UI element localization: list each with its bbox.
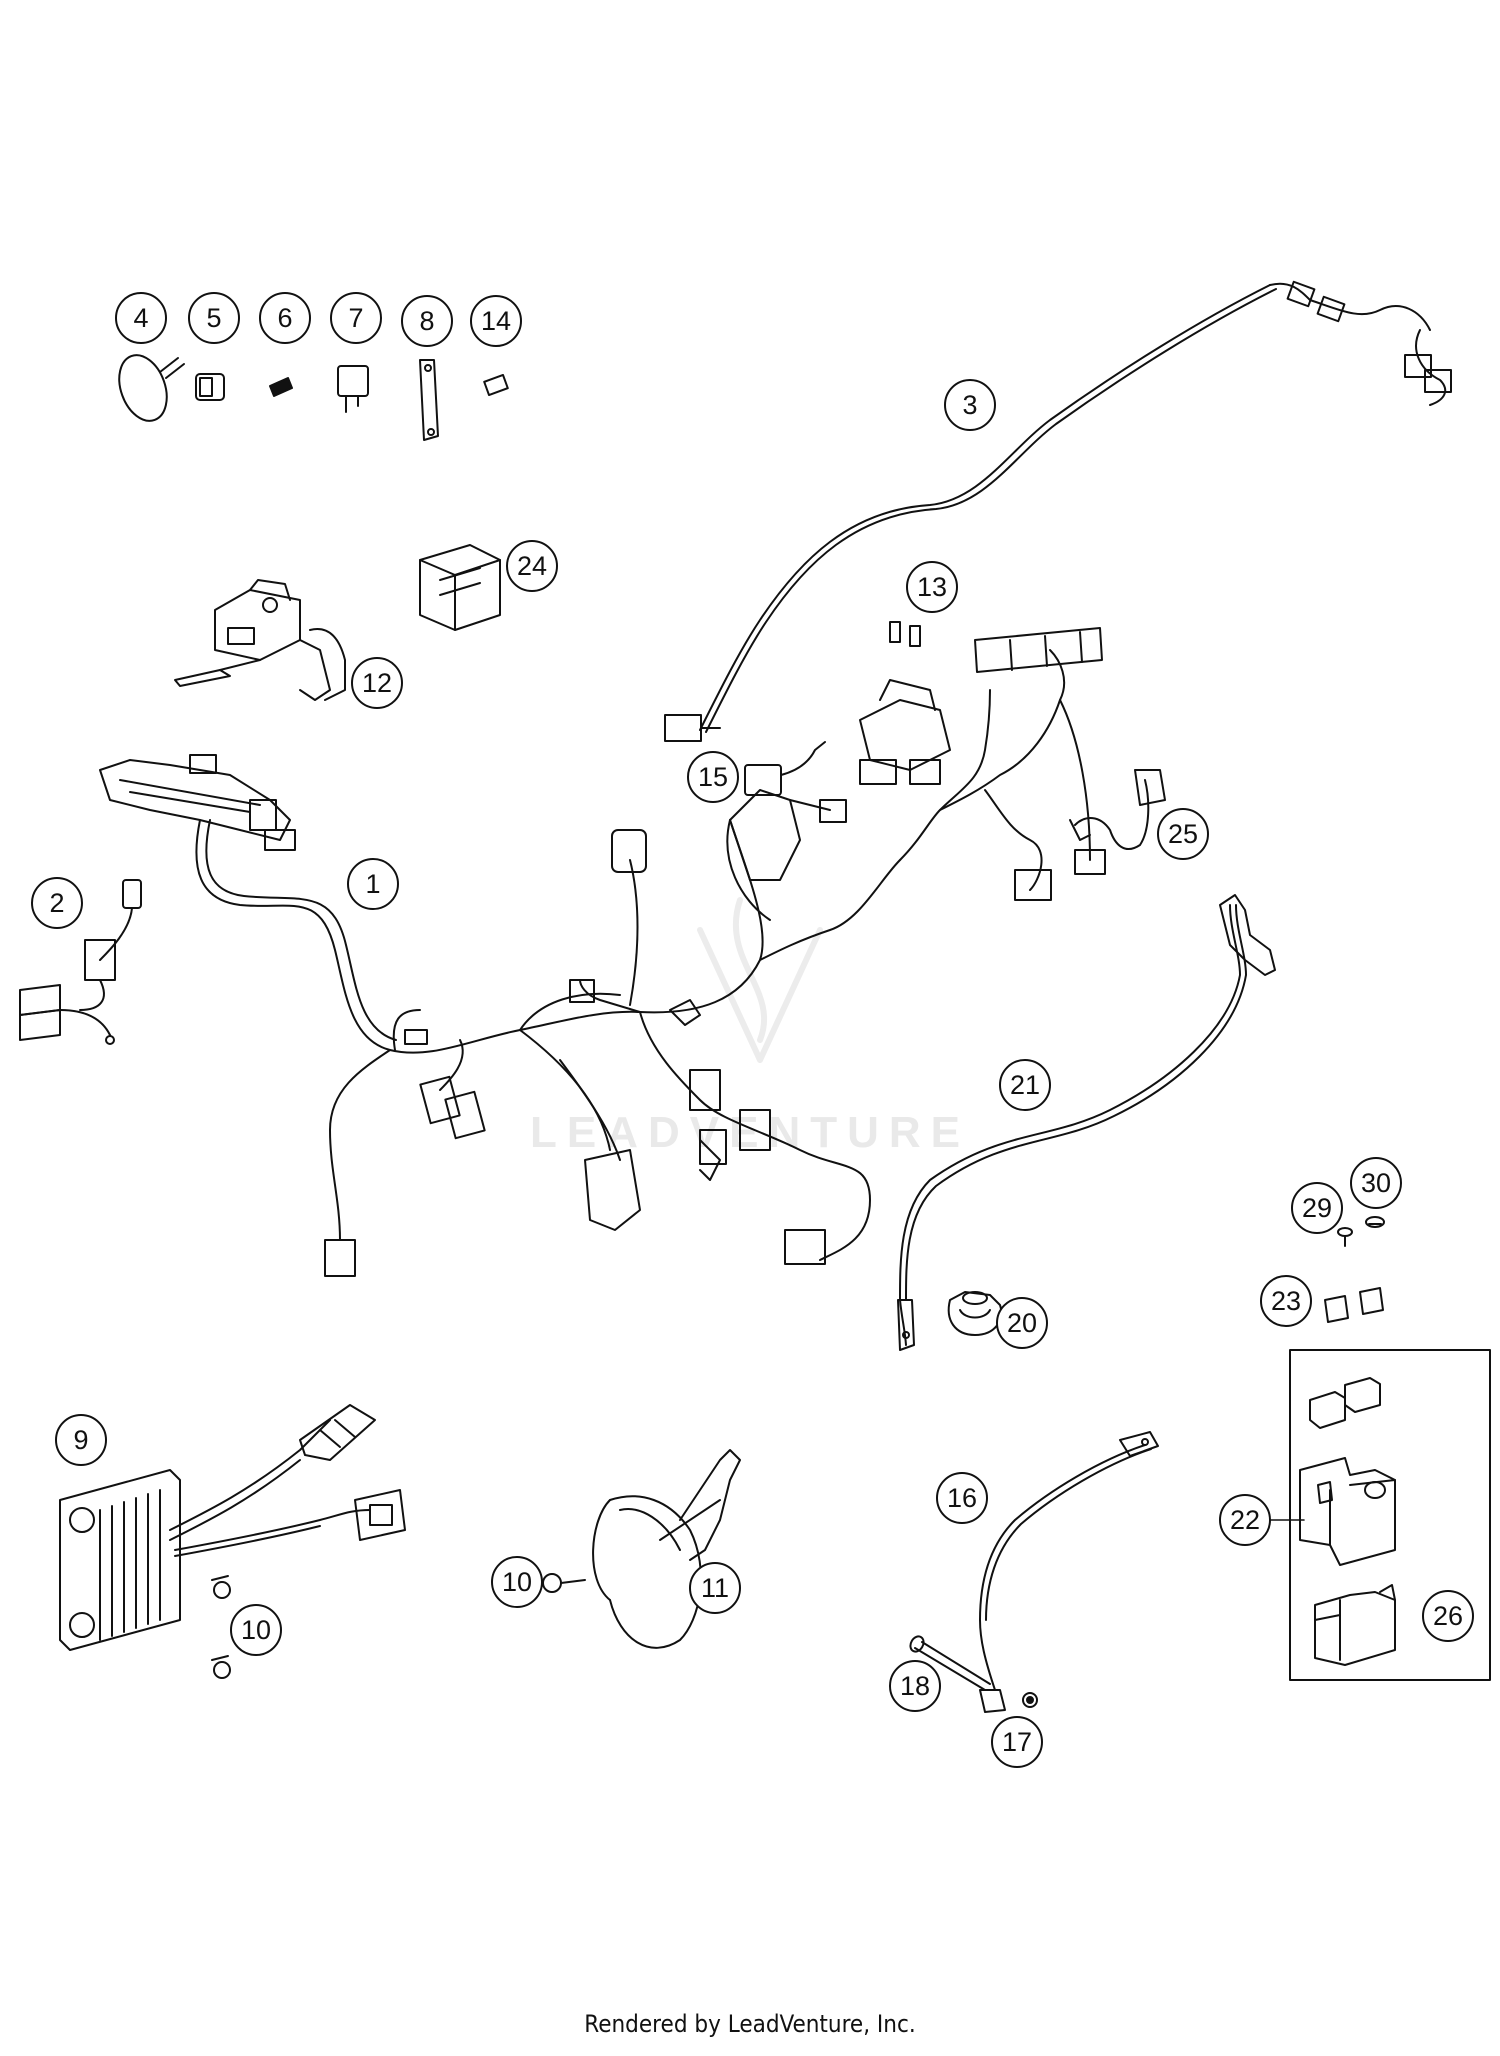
- fuse-pair-part-23: [1324, 1287, 1384, 1323]
- callout-3: 3: [944, 379, 996, 431]
- callout-9: 9: [55, 1414, 107, 1466]
- main-harness-part-1: [99, 627, 1106, 1277]
- hose-cable-part-25: [1069, 769, 1166, 850]
- callout-13: 13: [906, 561, 958, 613]
- connector-small-part: [483, 374, 509, 396]
- sub-harness-part-2: [19, 879, 142, 1045]
- callout-26: 26: [1422, 1590, 1474, 1642]
- callout-24: 24: [506, 540, 558, 592]
- ground-cable-part-16: [979, 1431, 1159, 1713]
- regulator-part-9: [59, 1404, 406, 1651]
- watermark-emblem: [697, 897, 823, 1063]
- callout-14: 14: [470, 295, 522, 347]
- callout-1: 1: [347, 858, 399, 910]
- callout-18: 18: [889, 1660, 941, 1712]
- callout-25: 25: [1157, 808, 1209, 860]
- footer-credit: Rendered by LeadVenture, Inc.: [584, 2010, 916, 2038]
- callout-10-left: 10: [230, 1604, 282, 1656]
- callout-20: 20: [996, 1297, 1048, 1349]
- callout-8: 8: [401, 295, 453, 347]
- strap-part: [419, 359, 439, 441]
- watermark-text: LEADVENTURE: [529, 1108, 971, 1157]
- callout-6: 6: [259, 292, 311, 344]
- horn-part-11: [592, 1449, 741, 1649]
- long-cable-part-3: [664, 280, 1452, 742]
- callout-17: 17: [991, 1716, 1043, 1768]
- callout-21: 21: [999, 1059, 1051, 1111]
- callout-11: 11: [689, 1562, 741, 1614]
- plug-part-15: [744, 741, 826, 796]
- fuse-pair-part-13: [889, 621, 921, 647]
- bulb-part: [269, 377, 293, 397]
- callout-15: 15: [687, 751, 739, 803]
- callout-29: 29: [1291, 1182, 1343, 1234]
- relay-small-part: [337, 365, 369, 413]
- bolt-part-18: [909, 1635, 991, 1691]
- callout-12: 12: [351, 657, 403, 709]
- screw-part-30: [1365, 1216, 1385, 1228]
- washer-part-17: [1022, 1692, 1038, 1708]
- screw-part-10-left: [211, 1575, 231, 1679]
- screw-part-29: [1337, 1227, 1353, 1247]
- callout-7: 7: [330, 292, 382, 344]
- bracket-part-12: [174, 579, 346, 701]
- callout-23: 23: [1260, 1275, 1312, 1327]
- callout-2: 2: [31, 877, 83, 929]
- callout-30: 30: [1350, 1157, 1402, 1209]
- callout-16: 16: [936, 1472, 988, 1524]
- grommet-part-20: [947, 1291, 1003, 1336]
- callout-4: 4: [115, 292, 167, 344]
- group-frame: [1289, 1349, 1491, 1681]
- cable-tie-part: [118, 354, 185, 422]
- battery-cable-part-21: [897, 894, 1276, 1351]
- screw-part-10-center: [542, 1573, 586, 1593]
- callout-5: 5: [188, 292, 240, 344]
- callout-22: 22: [1219, 1494, 1271, 1546]
- starter-relay-group: [1289, 1349, 1491, 1681]
- clip-part: [195, 373, 225, 401]
- callout-10-center: 10: [491, 1556, 543, 1608]
- relay-box-part-24: [419, 544, 501, 631]
